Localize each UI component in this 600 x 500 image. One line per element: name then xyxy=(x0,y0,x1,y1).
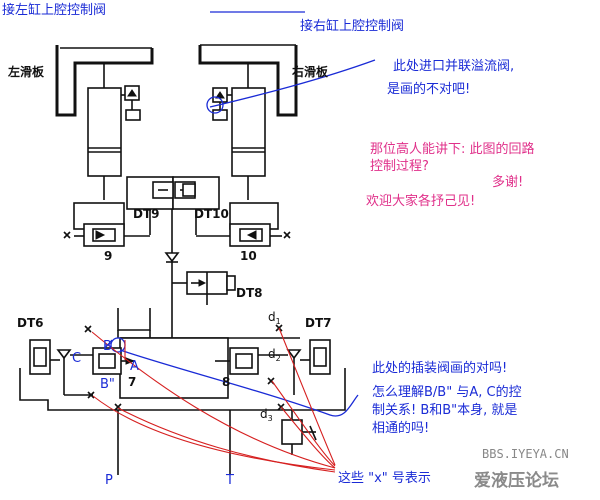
note-welcome: 欢迎大家各抒己见! xyxy=(366,193,475,209)
left-cylinder xyxy=(87,63,122,185)
note-cartridge-4: 相通的吗! xyxy=(372,420,429,436)
note-cartridge-1: 此处的插装阀画的对吗! xyxy=(372,360,507,376)
red-annotation-strokes xyxy=(91,327,336,473)
note-thanks: 多谢! xyxy=(492,174,523,190)
label-dt7: DT7 xyxy=(305,316,332,330)
note-relief-valve-1: 此处进口并联溢流阀, xyxy=(393,59,514,74)
cartridge-valve-8 xyxy=(215,347,259,375)
label-valve-8: 8 xyxy=(222,375,230,389)
x-mark xyxy=(87,391,95,399)
label-port-c: C xyxy=(72,351,81,366)
watermark-url: BBS.IYEYA.CN xyxy=(482,447,569,461)
label-dt6: DT6 xyxy=(17,316,44,330)
valve-dt8 xyxy=(172,271,236,305)
label-port-p: P xyxy=(105,473,113,488)
label-d2: d2 xyxy=(268,347,281,363)
x-mark xyxy=(63,231,71,239)
label-valve-7: 7 xyxy=(128,375,136,389)
note-cartridge-3: 制关系! B和B"本身, 就是 xyxy=(372,402,517,418)
label-right-slide: 右滑板 xyxy=(291,64,329,79)
label-left-cylinder-top: 接左缸上腔控制阀 xyxy=(2,2,106,18)
valve-dt9-dt10 xyxy=(103,176,249,235)
note-x-marks: 这些 "x" 号表示 xyxy=(338,470,431,486)
label-port-t: T xyxy=(225,473,234,488)
right-top-pilot-check-valve xyxy=(212,87,232,121)
valve-10 xyxy=(196,202,282,247)
note-question-1: 那位高人能讲下: 此图的回路 xyxy=(370,141,535,157)
x-mark xyxy=(84,325,92,333)
label-valve-10: 10 xyxy=(240,249,257,263)
valve-9 xyxy=(73,202,150,247)
label-dt10: DT10 xyxy=(194,207,229,221)
x-mark xyxy=(283,231,291,239)
label-port-b: B xyxy=(103,339,112,354)
label-dt8: DT8 xyxy=(236,286,263,300)
label-dt9: DT9 xyxy=(133,207,160,221)
label-left-slide: 左滑板 xyxy=(7,64,45,79)
label-d3: d3 xyxy=(260,407,273,423)
label-right-cylinder-top: 接右缸上腔控制阀 xyxy=(300,18,404,34)
note-relief-valve-2: 是画的不对吧! xyxy=(387,81,470,97)
label-port-b2: B" xyxy=(100,377,115,392)
label-port-a: A xyxy=(130,359,139,374)
watermark-name: 爱液压论坛 xyxy=(474,470,559,491)
central-pressure-line xyxy=(164,209,180,330)
relief-valve-d3 xyxy=(281,410,317,455)
valve-dt6 xyxy=(29,339,93,396)
left-slide-frame xyxy=(55,45,154,117)
left-top-pilot-check-valve xyxy=(121,85,141,121)
note-cartridge-2: 怎么理解B/B" 与A, C的控 xyxy=(372,384,522,400)
right-cylinder xyxy=(231,63,266,185)
lower-manifold xyxy=(19,308,346,475)
right-slide-frame xyxy=(198,44,298,117)
note-question-2: 控制过程? xyxy=(370,159,429,174)
label-d1: d1 xyxy=(268,310,281,326)
label-valve-9: 9 xyxy=(104,249,112,263)
valve-dt7 xyxy=(258,339,331,395)
